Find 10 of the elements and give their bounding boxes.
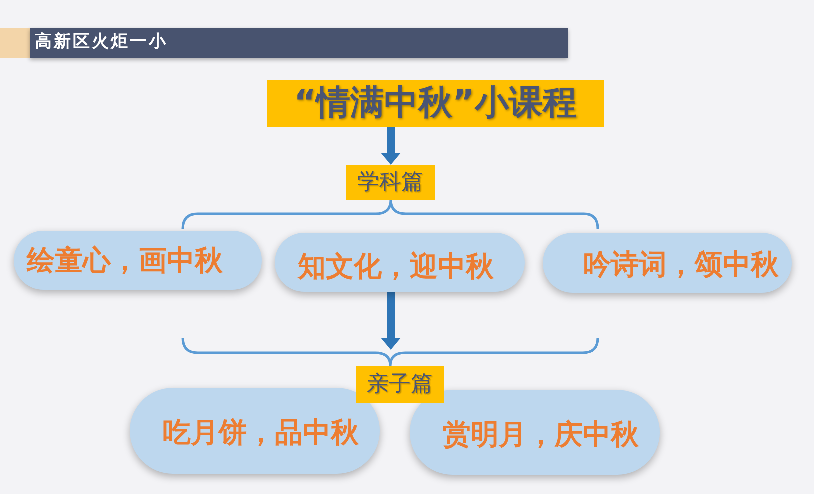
section-label: 学科篇 <box>346 165 435 200</box>
topic-pill: 知文化，迎中秋 <box>275 233 525 292</box>
curly-brace <box>181 336 600 366</box>
arrow <box>381 292 401 350</box>
topic-pill: 吟诗词，颂中秋 <box>543 233 792 293</box>
arrow <box>381 127 401 165</box>
title-banner: “情满中秋”小课程 <box>267 80 604 127</box>
topic-pill: 绘童心，画中秋 <box>14 231 262 290</box>
section-label: 亲子篇 <box>356 366 444 403</box>
header-bar: 高新区火炬一小 <box>30 28 568 58</box>
